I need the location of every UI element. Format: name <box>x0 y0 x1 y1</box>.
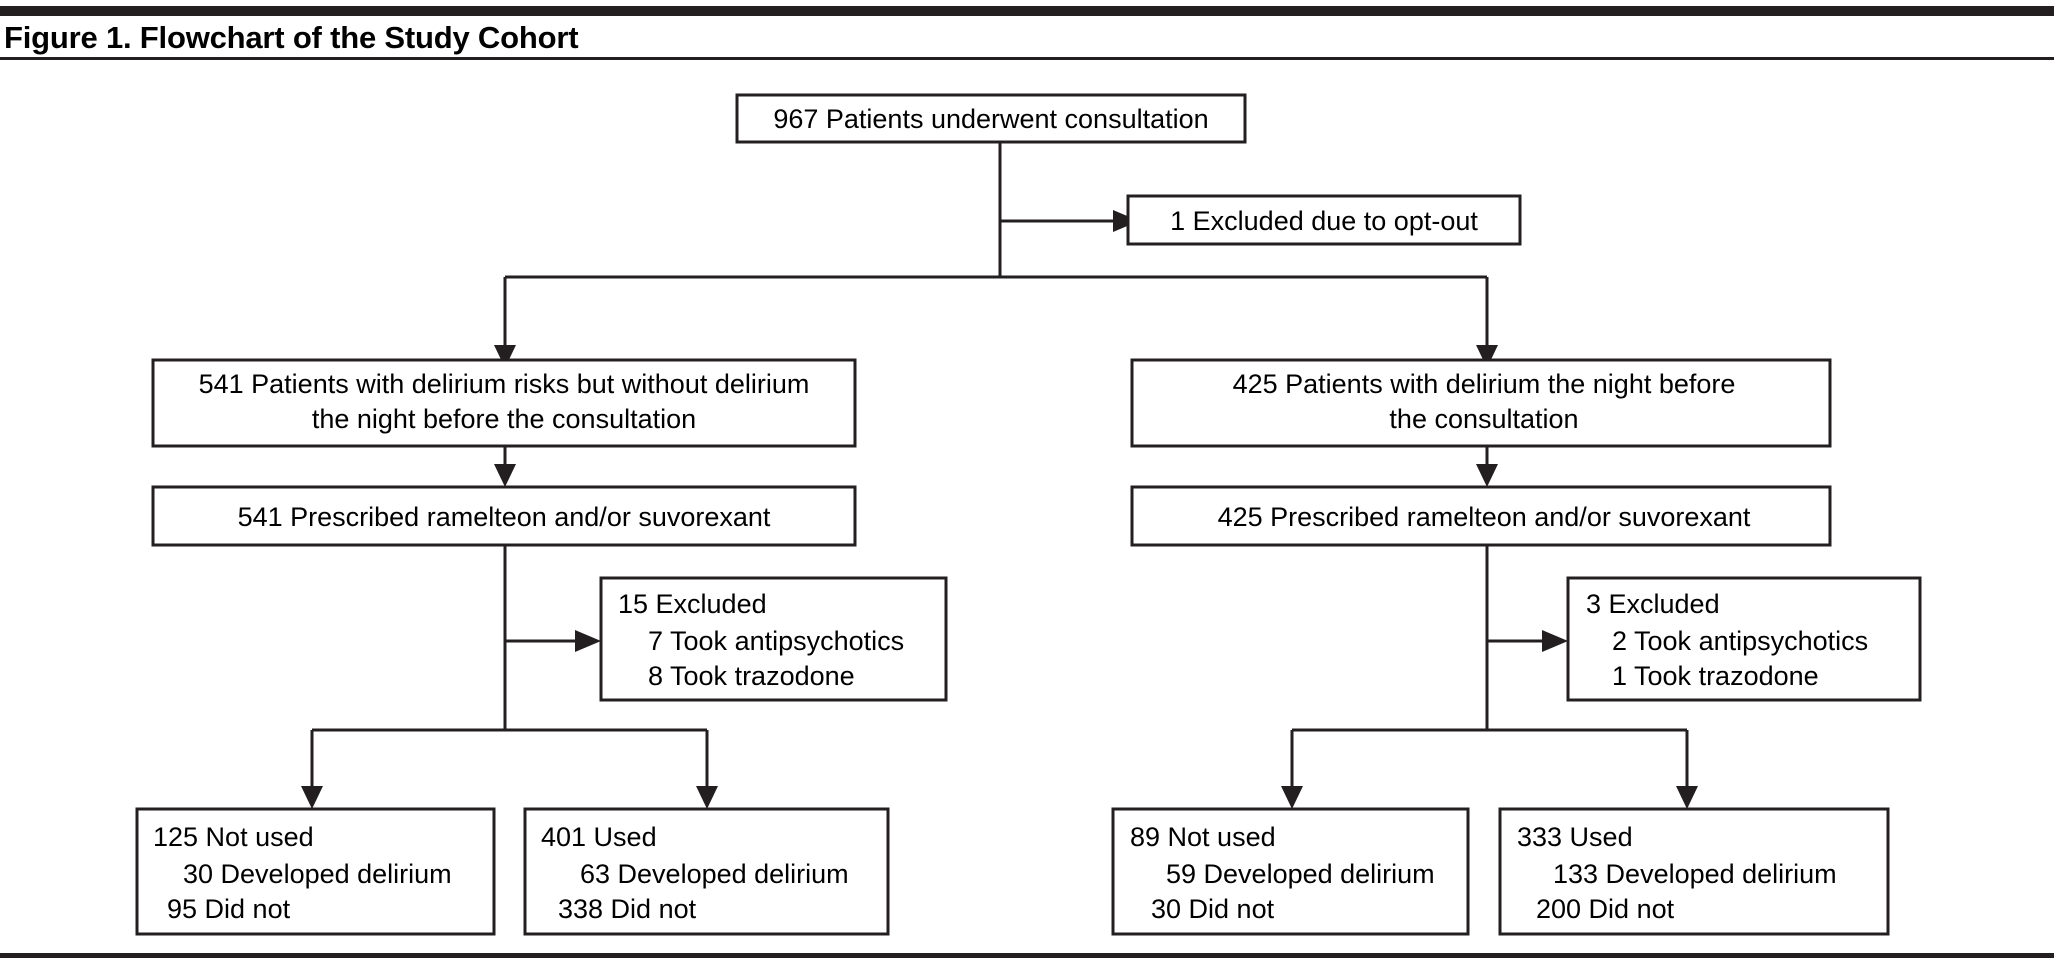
node-right-prescribed-line1: 425 Prescribed ramelteon and/or suvorexa… <box>1218 502 1751 532</box>
node-right-group-line2: the consultation <box>1389 404 1578 434</box>
node-enrolled-box <box>735 93 1247 144</box>
arrowhead-left-group <box>494 345 516 368</box>
node-right-notused[interactable]: 89 Not used 59 Developed delirium 30 Did… <box>1111 807 1470 936</box>
top-rule <box>0 6 2054 16</box>
figure-title: Figure 1. Flowchart of the Study Cohort <box>4 20 579 55</box>
arrowhead-left-excluded <box>575 630 601 652</box>
node-left-prescribed-line1: 541 Prescribed ramelteon and/or suvorexa… <box>238 502 771 532</box>
node-left-notused[interactable]: 125 Not used 30 Developed delirium 95 Di… <box>135 807 496 936</box>
node-left-used-line2: 63 Developed delirium <box>580 859 849 889</box>
node-left-notused-box <box>135 807 496 936</box>
arrowhead-left-notused <box>301 786 323 809</box>
node-left-excluded[interactable]: 15 Excluded 7 Took antipsychotics 8 Took… <box>599 576 948 702</box>
node-right-used[interactable]: 333 Used 133 Developed delirium 200 Did … <box>1498 807 1890 936</box>
node-left-excluded-line2: 7 Took antipsychotics <box>648 626 904 656</box>
node-right-excluded-line3: 1 Took trazodone <box>1612 661 1819 691</box>
node-left-prescribed-box <box>151 485 857 547</box>
node-left-notused-line3: 95 Did not <box>167 894 291 924</box>
arrowhead-left-used <box>696 786 718 809</box>
node-right-used-box <box>1498 807 1890 936</box>
node-enrolled-line1: 967 Patients underwent consultation <box>773 104 1208 134</box>
node-left-prescribed[interactable]: 541 Prescribed ramelteon and/or suvorexa… <box>151 485 857 547</box>
node-right-excluded-line1: 3 Excluded <box>1586 589 1720 619</box>
node-left-notused-line1: 125 Not used <box>153 822 314 852</box>
arrowhead-right-notused <box>1281 786 1303 809</box>
node-left-used-line3: 338 Did not <box>558 894 697 924</box>
node-left-group-box <box>151 358 857 448</box>
node-excluded-optout-box <box>1126 194 1522 246</box>
node-right-prescribed-box <box>1130 485 1832 547</box>
node-left-group-line1: 541 Patients with delirium risks but wit… <box>199 369 810 399</box>
node-right-notused-line1: 89 Not used <box>1130 822 1276 852</box>
node-right-excluded-line2: 2 Took antipsychotics <box>1612 626 1868 656</box>
node-enrolled[interactable]: 967 Patients underwent consultation <box>735 93 1247 144</box>
node-excluded-optout[interactable]: 1 Excluded due to opt-out <box>1126 194 1522 246</box>
node-right-used-line1: 333 Used <box>1517 822 1633 852</box>
arrowhead-right-excluded <box>1542 630 1568 652</box>
title-underline-rule <box>0 57 2054 60</box>
arrowhead-optout <box>1113 210 1139 232</box>
node-left-used-box <box>523 807 890 936</box>
node-right-group-box <box>1130 358 1832 448</box>
node-left-used-line1: 401 Used <box>541 822 657 852</box>
node-left-excluded-box <box>599 576 948 702</box>
node-right-prescribed[interactable]: 425 Prescribed ramelteon and/or suvorexa… <box>1130 485 1832 547</box>
node-right-excluded[interactable]: 3 Excluded 2 Took antipsychotics 1 Took … <box>1566 576 1922 702</box>
node-left-excluded-line3: 8 Took trazodone <box>648 661 855 691</box>
node-left-notused-line2: 30 Developed delirium <box>183 859 452 889</box>
arrowhead-right-group <box>1476 345 1498 368</box>
arrowhead-right-prescribed <box>1476 464 1498 487</box>
node-excluded-optout-line1: 1 Excluded due to opt-out <box>1170 206 1478 236</box>
node-right-group-line1: 425 Patients with delirium the night bef… <box>1233 369 1736 399</box>
node-left-group-line2: the night before the consultation <box>312 404 696 434</box>
node-right-excluded-box <box>1566 576 1922 702</box>
node-right-notused-line2: 59 Developed delirium <box>1166 859 1435 889</box>
node-left-group[interactable]: 541 Patients with delirium risks but wit… <box>151 358 857 448</box>
node-right-used-line3: 200 Did not <box>1536 894 1675 924</box>
node-right-notused-line3: 30 Did not <box>1151 894 1275 924</box>
node-right-notused-box <box>1111 807 1470 936</box>
node-right-group[interactable]: 425 Patients with delirium the night bef… <box>1130 358 1832 448</box>
node-left-excluded-line1: 15 Excluded <box>618 589 767 619</box>
node-left-used[interactable]: 401 Used 63 Developed delirium 338 Did n… <box>523 807 890 936</box>
arrowhead-right-used <box>1676 786 1698 809</box>
arrowhead-left-prescribed <box>494 464 516 487</box>
bottom-rule <box>0 953 2054 958</box>
node-right-used-line2: 133 Developed delirium <box>1553 859 1837 889</box>
